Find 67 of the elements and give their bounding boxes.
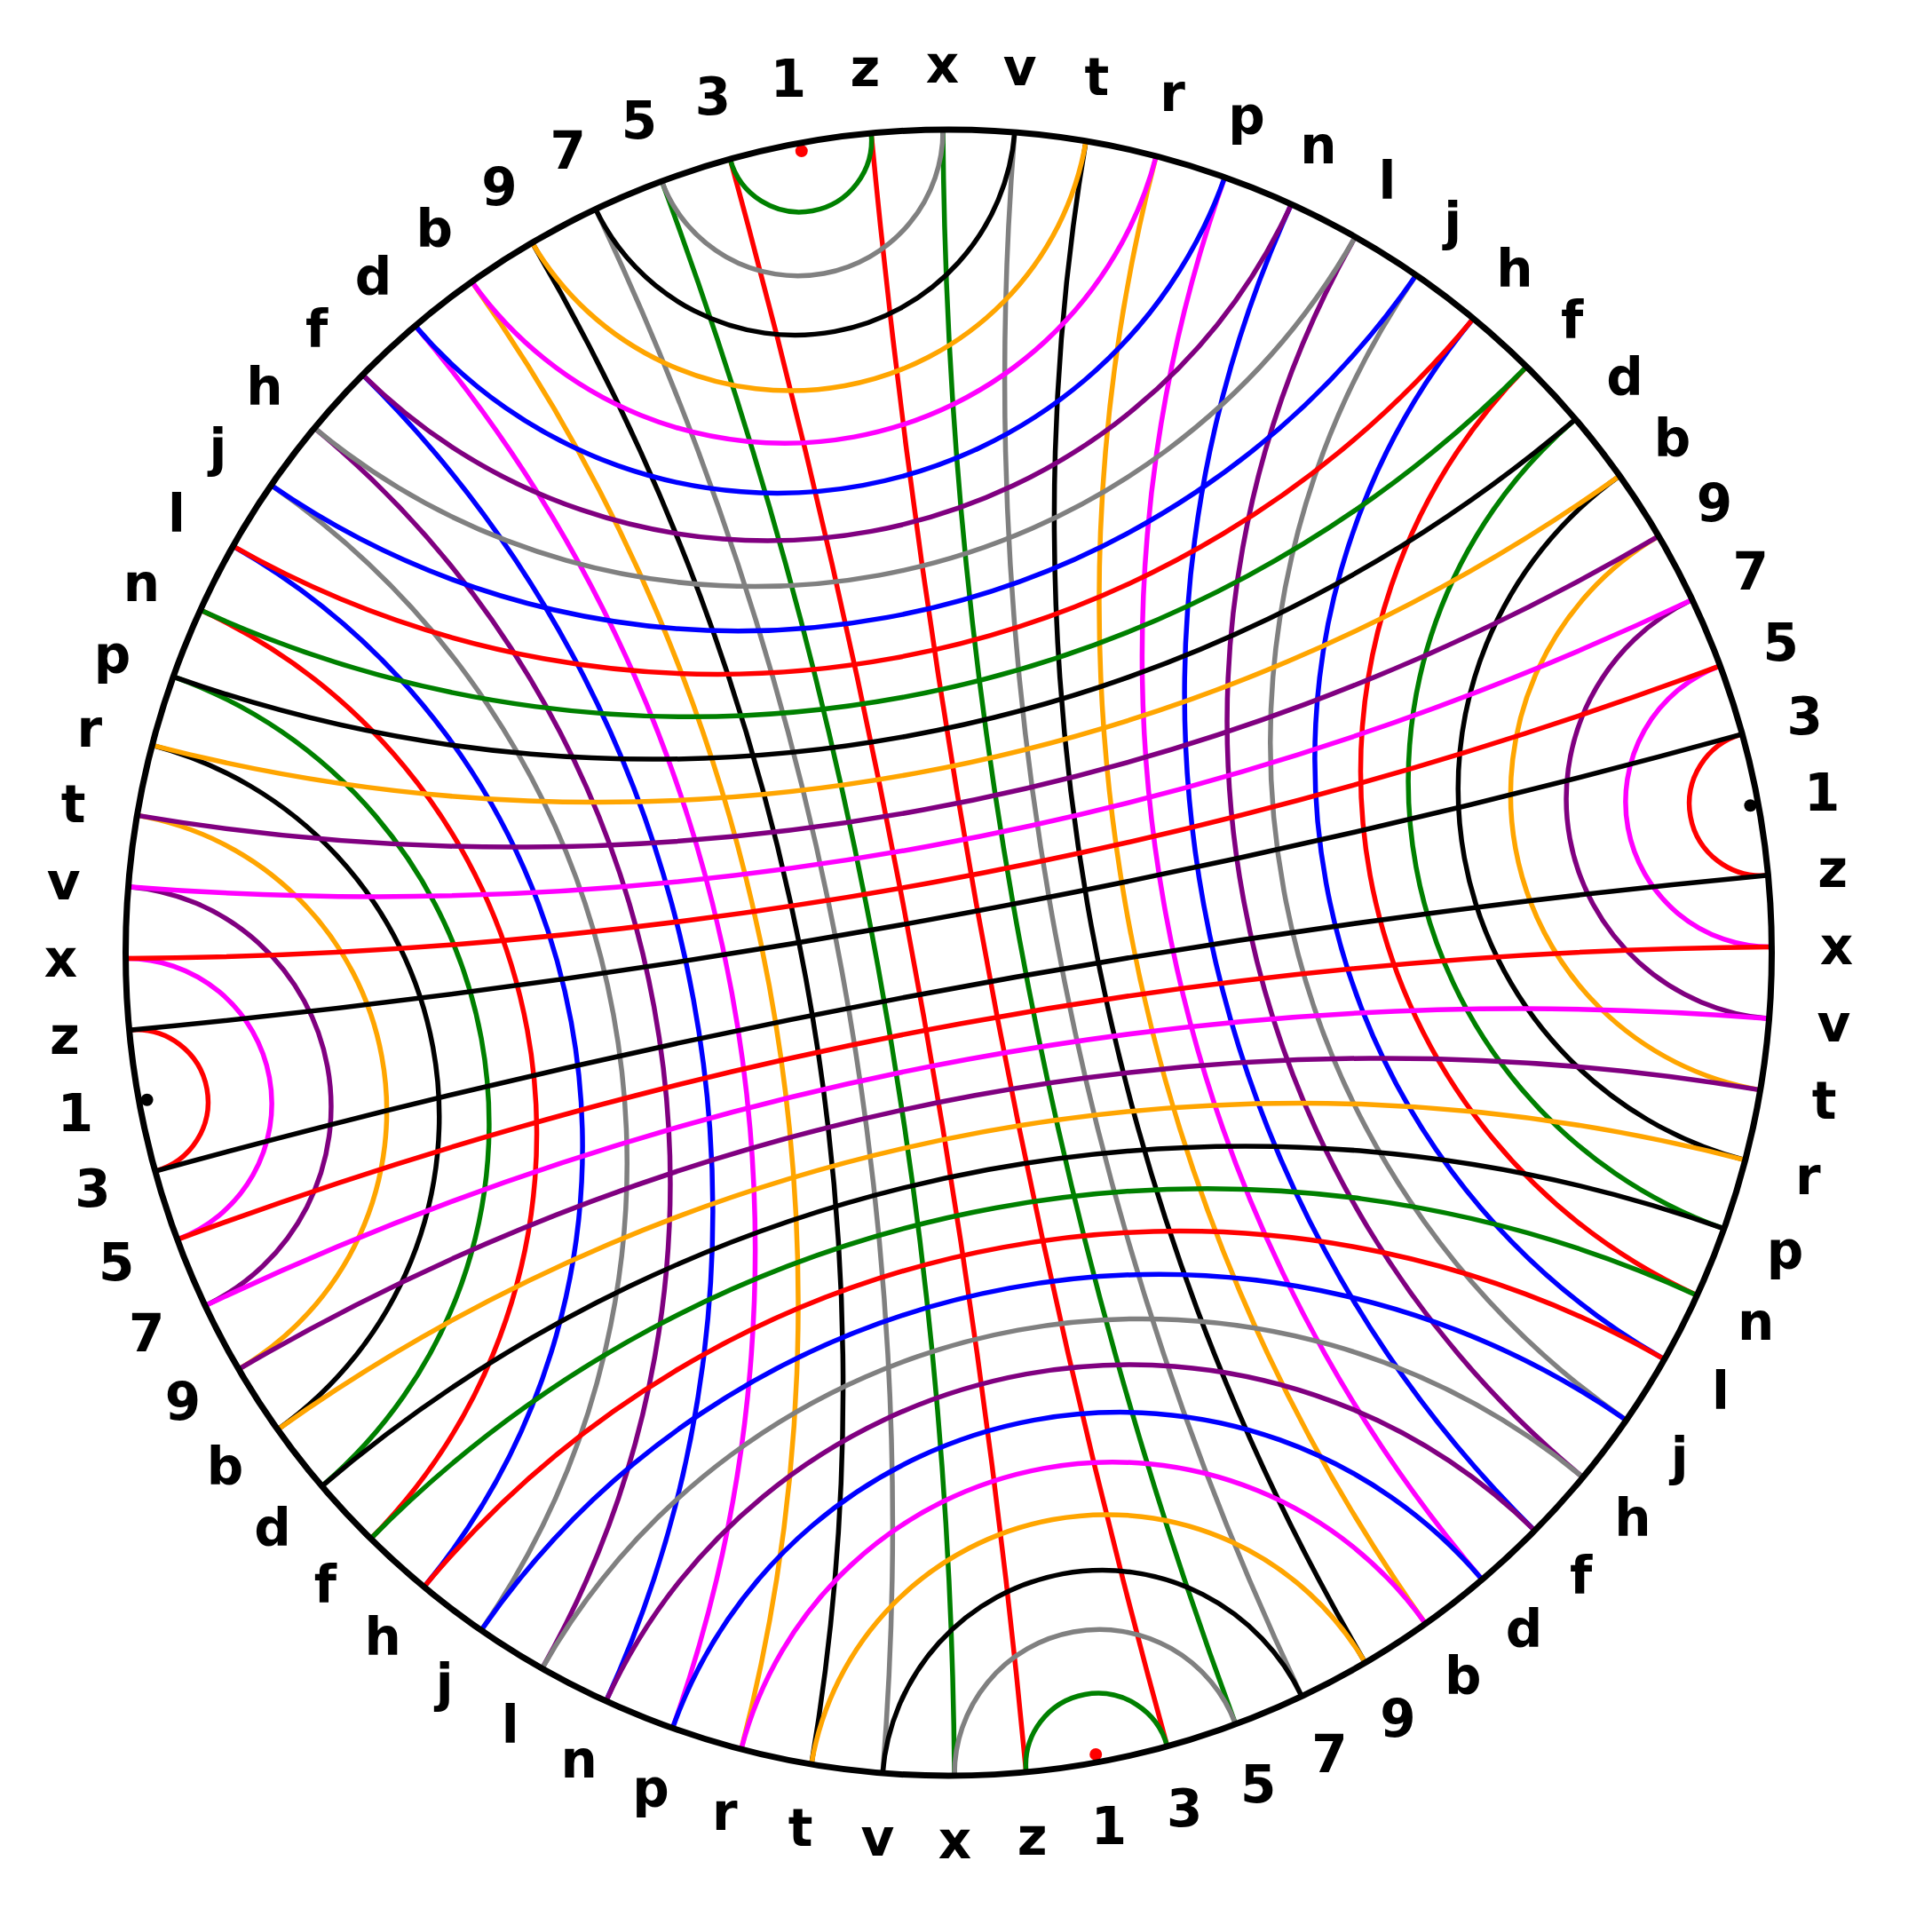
point-label: h	[364, 1611, 401, 1663]
point-label: r	[712, 1786, 738, 1838]
point-label: f	[313, 1559, 337, 1611]
point-label: t	[1084, 51, 1110, 103]
point-label: x	[44, 933, 78, 985]
point-label: d	[354, 250, 392, 303]
point-label: 9	[1696, 478, 1733, 529]
point-label: z	[50, 1010, 80, 1063]
point-label: r	[1794, 1151, 1821, 1203]
point-label: 7	[1732, 546, 1769, 598]
point-label: j	[435, 1658, 454, 1710]
point-label: t	[788, 1802, 813, 1854]
point-label: v	[860, 1811, 895, 1864]
point-label: l	[168, 488, 186, 541]
point-label: l	[1378, 154, 1397, 207]
point-label: 7	[550, 124, 586, 177]
point-label: f	[1569, 1550, 1593, 1603]
point-label: d	[1505, 1603, 1543, 1655]
point-label: z	[1817, 843, 1848, 895]
point-label: d	[1606, 351, 1643, 403]
point-label: p	[632, 1763, 669, 1816]
point-label: 3	[75, 1162, 111, 1215]
point-label: 5	[1239, 1759, 1277, 1811]
point-label: r	[1160, 67, 1185, 120]
point-label: 1	[770, 53, 807, 106]
point-label: 9	[164, 1376, 202, 1428]
point-label: h	[1614, 1493, 1651, 1545]
point-label: v	[46, 855, 81, 907]
point-label: v	[1002, 42, 1037, 94]
point-label: l	[501, 1698, 519, 1751]
point-label: 9	[1380, 1692, 1416, 1745]
point-label: l	[1712, 1365, 1730, 1417]
point-label: x	[1819, 921, 1854, 972]
point-label: x	[925, 39, 960, 91]
point-label: 7	[1311, 1729, 1348, 1781]
point-label: 5	[99, 1236, 135, 1288]
point-label: 9	[481, 161, 518, 213]
point-label: d	[254, 1502, 291, 1555]
point-label: n	[1300, 119, 1337, 171]
point-label: 1	[1090, 1800, 1128, 1852]
point-label: z	[1017, 1810, 1048, 1863]
point-label: n	[1738, 1296, 1775, 1349]
point-label: 3	[1786, 691, 1823, 743]
point-label: 3	[694, 70, 732, 123]
point-label: 5	[1762, 617, 1799, 669]
point-label: n	[560, 1734, 598, 1786]
point-label: 3	[1166, 1783, 1203, 1835]
point-label: 1	[57, 1087, 94, 1139]
point-label: h	[246, 360, 283, 413]
point-label: b	[416, 202, 453, 255]
point-label: x	[938, 1815, 972, 1866]
point-label: b	[1445, 1651, 1482, 1703]
point-label: 5	[621, 94, 658, 146]
point-label: b	[1653, 412, 1691, 464]
point-label: f	[305, 303, 329, 355]
point-label: 1	[1803, 766, 1841, 819]
point-label: h	[1496, 242, 1533, 295]
point-label: 7	[129, 1307, 165, 1359]
point-label: r	[76, 702, 103, 755]
point-label: v	[1817, 998, 1851, 1050]
point-label: t	[60, 779, 86, 831]
point-label: z	[850, 43, 881, 95]
point-label: b	[206, 1441, 244, 1493]
point-label: j	[209, 423, 227, 475]
point-label: t	[1811, 1074, 1837, 1127]
point-label: f	[1561, 295, 1584, 346]
point-label: n	[123, 557, 160, 609]
